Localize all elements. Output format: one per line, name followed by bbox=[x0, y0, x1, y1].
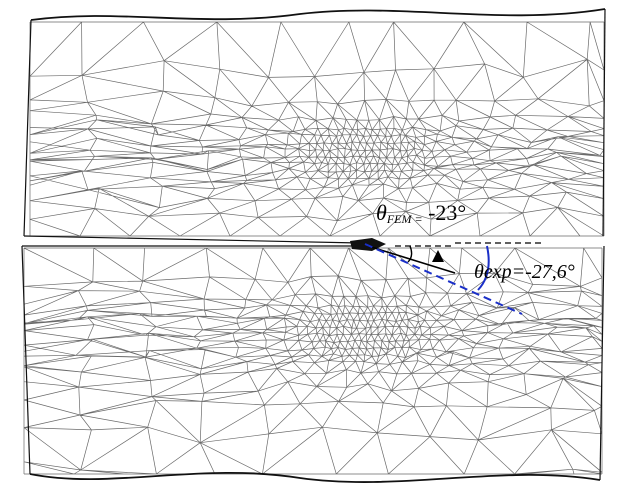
fem-crack-direction-line bbox=[367, 245, 456, 274]
upper-specimen-mesh bbox=[29, 21, 605, 237]
lower-specimen-right-edge bbox=[599, 245, 605, 481]
fem-angle-arc bbox=[407, 245, 413, 263]
lower-specimen-mesh bbox=[23, 247, 603, 475]
experimental-angle-label: θexp=-27,6° bbox=[474, 261, 575, 283]
upper-specimen-left-edge bbox=[23, 19, 32, 237]
fem-angle-arrow bbox=[432, 250, 444, 262]
experimental-angle-arc bbox=[477, 245, 490, 291]
fem-angle-symbol: θ bbox=[376, 200, 387, 225]
upper-specimen-right-edge bbox=[602, 8, 606, 237]
lower-specimen-left-edge bbox=[21, 245, 31, 475]
lower-specimen-bottom-edge bbox=[29, 471, 601, 483]
fem-angle-label: θFEM = -23° bbox=[376, 200, 466, 227]
upper-specimen-top-edge bbox=[30, 8, 606, 21]
lower-mesh-edges bbox=[23, 247, 603, 475]
experimental-crack-direction-line bbox=[364, 243, 523, 315]
crack-upper-face bbox=[23, 235, 361, 244]
fem-angle-value: -23° bbox=[428, 200, 467, 225]
fem-angle-subscript: FEM = bbox=[386, 212, 423, 226]
upper-mesh-edges bbox=[29, 21, 605, 237]
